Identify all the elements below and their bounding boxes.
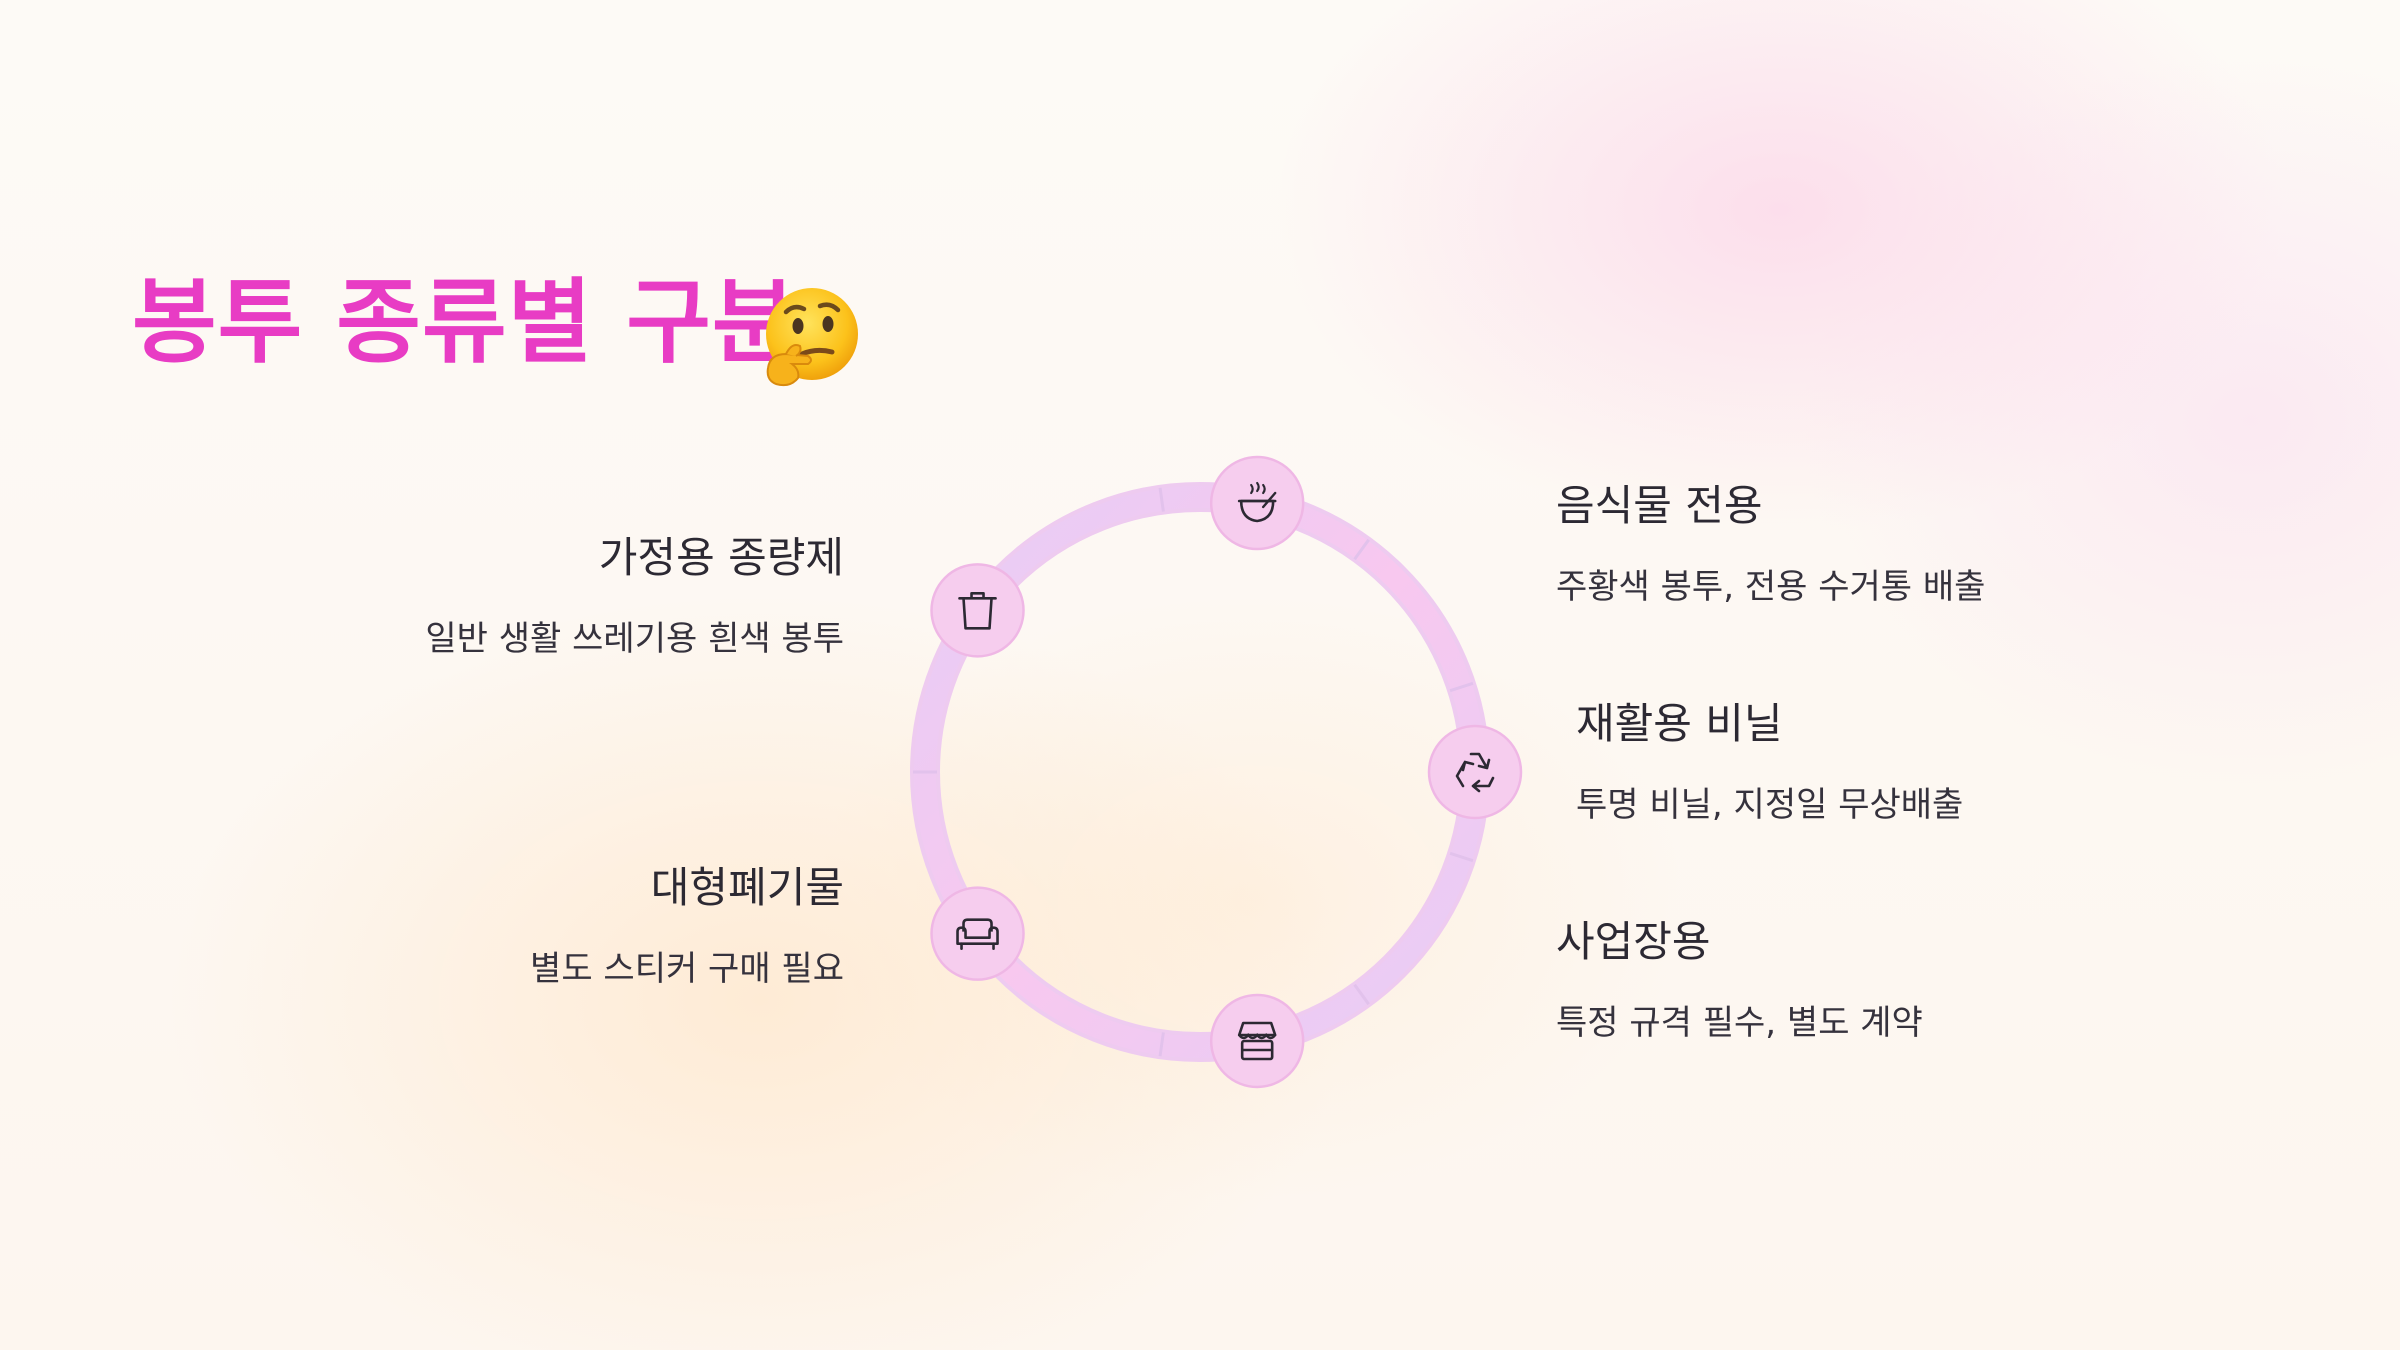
ring-divider (1449, 681, 1474, 693)
ring-divider (1158, 487, 1165, 512)
item-description: 별도 스티커 구매 필요 (530, 949, 844, 989)
node-trash-can (930, 563, 1025, 658)
ring-divider (1449, 851, 1474, 863)
item-household: 가정용 종량제 일반 생활 쓰레기용 흰색 봉투 (425, 530, 844, 662)
food-bowl-icon (1237, 481, 1277, 523)
trash-can-icon (958, 592, 997, 630)
node-food-bowl (1209, 455, 1305, 551)
item-heading: 음식물 전용 (1556, 481, 1763, 530)
item-heading: 재활용 비닐 (1576, 699, 1783, 748)
item-heading: 사업장용 (1556, 917, 1711, 966)
item-description: 특정 규격 필수, 별도 계약 (1556, 1003, 1923, 1043)
node-recycle (1427, 724, 1523, 820)
item-heading: 가정용 종량제 (598, 533, 844, 582)
item-business: 사업장용 특정 규격 필수, 별도 계약 (1556, 914, 1923, 1046)
item-recycle: 재활용 비닐 투명 비닐, 지정일 무상배출 (1576, 696, 1963, 828)
recycle-icon (1455, 752, 1495, 793)
item-heading: 대형폐기물 (650, 863, 844, 912)
ring-divider (1158, 1032, 1165, 1057)
item-description: 일반 생활 쓰레기용 흰색 봉투 (425, 619, 844, 659)
node-store (1209, 993, 1305, 1089)
item-description: 주황색 봉투, 전용 수거통 배출 (1556, 567, 1986, 607)
item-bulky-waste: 대형폐기물 별도 스티커 구매 필요 (530, 860, 844, 992)
node-sofa (930, 886, 1025, 981)
store-icon (1237, 1021, 1277, 1061)
sofa-icon (956, 918, 999, 950)
thinking-face-icon (766, 288, 858, 387)
page-title: 봉투 종류별 구분 (132, 269, 798, 376)
ring-divider (1353, 983, 1370, 1006)
item-description: 투명 비닐, 지정일 무상배출 (1576, 785, 1964, 825)
item-food: 음식물 전용 주황색 봉투, 전용 수거통 배출 (1556, 478, 1985, 610)
ring-divider (1353, 538, 1370, 561)
